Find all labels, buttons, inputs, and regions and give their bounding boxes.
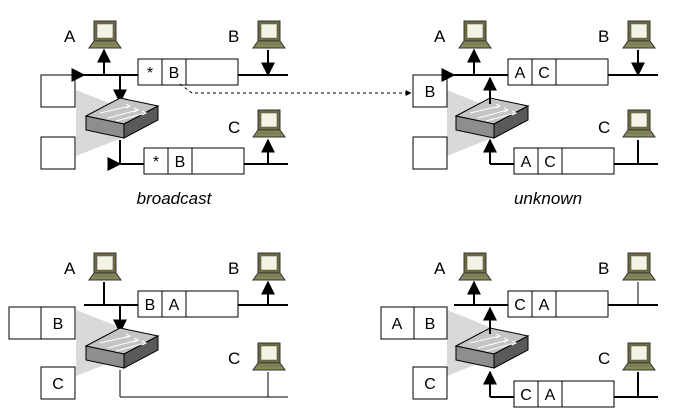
frame (137, 290, 239, 318)
panel-caption: broadcast (137, 189, 213, 208)
frame-field: * (153, 154, 159, 171)
frame-field: A (545, 387, 556, 404)
laptop-icon (622, 109, 656, 138)
laptop-icon (88, 252, 122, 281)
frame (143, 147, 245, 175)
table-cell (40, 136, 76, 170)
table-entry: B (425, 316, 436, 333)
table-entry: B (425, 84, 436, 101)
frame (507, 290, 609, 318)
table-entry: A (392, 316, 403, 333)
table-cell (412, 136, 448, 170)
frame (137, 58, 239, 86)
host-label: B (598, 259, 609, 278)
table-cell (40, 366, 76, 400)
frame-field: B (145, 297, 156, 314)
host-label: A (434, 259, 446, 278)
laptop-icon (458, 252, 492, 281)
frame-field: A (169, 297, 180, 314)
table-cell (40, 74, 76, 108)
frame-field: C (544, 154, 556, 171)
frame-field: A (539, 297, 550, 314)
frame-field: C (538, 65, 550, 82)
panel-unknown: B A B C A C A C unknown (412, 20, 658, 208)
laptop-icon (252, 109, 286, 138)
host-label: C (598, 118, 610, 137)
frame-field: C (520, 387, 532, 404)
table-cell (412, 74, 448, 108)
host-label: A (434, 27, 446, 46)
host-label: A (64, 259, 76, 278)
panel-caption: unknown (514, 189, 582, 208)
host-label: C (598, 349, 610, 368)
frame-field: A (515, 65, 526, 82)
table-entry: C (52, 376, 64, 393)
laptop-icon (622, 342, 656, 371)
host-label: B (598, 27, 609, 46)
table-entry: B (53, 316, 64, 333)
laptop-icon (252, 342, 286, 371)
panel-forwarded: A B C A B C C A C A (380, 252, 658, 408)
table-entry: C (424, 376, 436, 393)
frame (513, 147, 615, 175)
table-cell (412, 366, 448, 400)
host-label: A (64, 27, 76, 46)
frame-field: C (514, 297, 526, 314)
panel-learned: B C A B C B A (8, 252, 288, 400)
frame-field: * (147, 65, 153, 82)
frame-field: A (521, 154, 532, 171)
frame (513, 380, 615, 408)
frame-field: B (169, 65, 180, 82)
frame (507, 58, 609, 86)
laptop-icon (252, 252, 286, 281)
frame-field: B (175, 154, 186, 171)
laptop-icon (622, 20, 656, 49)
host-label: C (228, 349, 240, 368)
table-row (8, 306, 76, 340)
host-label: C (228, 118, 240, 137)
panel-broadcast: A B C * B * B broadcast (40, 20, 288, 208)
host-label: B (228, 27, 239, 46)
host-label: B (228, 259, 239, 278)
laptop-icon (458, 20, 492, 49)
laptop-icon (252, 20, 286, 49)
laptop-icon (88, 20, 122, 49)
learn-arrow (179, 83, 412, 96)
laptop-icon (622, 252, 656, 281)
